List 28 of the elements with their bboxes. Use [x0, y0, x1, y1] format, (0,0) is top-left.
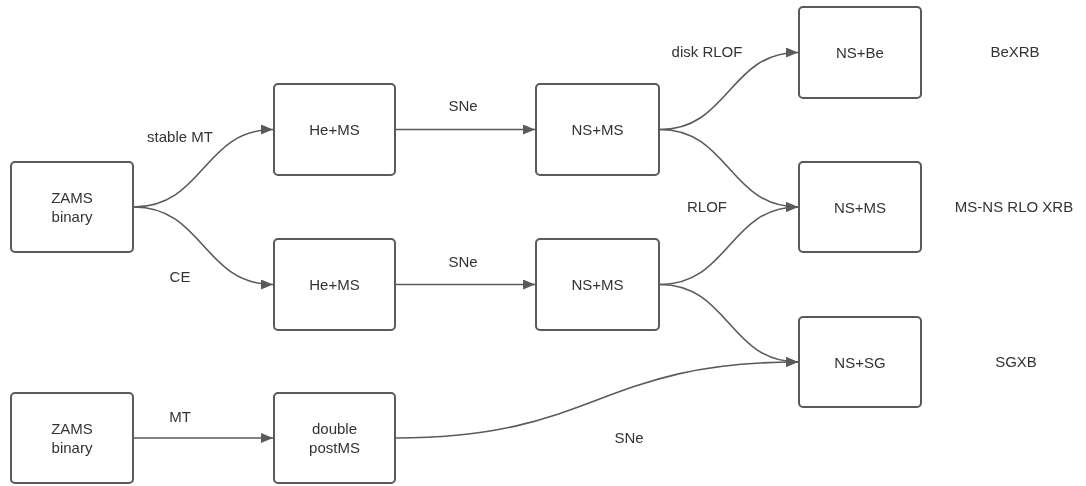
box-label: ZAMS binary [50, 188, 94, 226]
box-label: NS+MS [833, 197, 887, 217]
process-box [273, 83, 396, 176]
arrow [395, 279, 536, 290]
arrow [133, 433, 274, 443]
box-label: NS+Be [836, 43, 884, 62]
process-box [798, 316, 922, 408]
box-label: He+MS [309, 120, 360, 139]
outcome-label: BeXRB [990, 42, 1040, 60]
box-label: NS+SG [834, 352, 886, 372]
box-label: NS+MS [571, 275, 624, 294]
outcome-label: SGXB [995, 352, 1037, 370]
arrow [133, 206, 274, 289]
arrow [395, 357, 799, 439]
box-label: NS+MS [571, 120, 624, 139]
process-box [273, 238, 396, 331]
process-box [798, 6, 922, 99]
outcome-label: MS-NS RLO XRB [954, 197, 1074, 215]
process-box [535, 83, 660, 176]
box-label: ZAMS binary [50, 419, 94, 457]
process-box [798, 161, 922, 253]
arrow [395, 124, 536, 135]
box-label: He+MS [309, 275, 360, 294]
process-box [10, 161, 134, 253]
process-box [273, 392, 396, 484]
box-label: double postMS [308, 419, 361, 457]
process-box [10, 392, 134, 484]
process-box [535, 238, 660, 331]
